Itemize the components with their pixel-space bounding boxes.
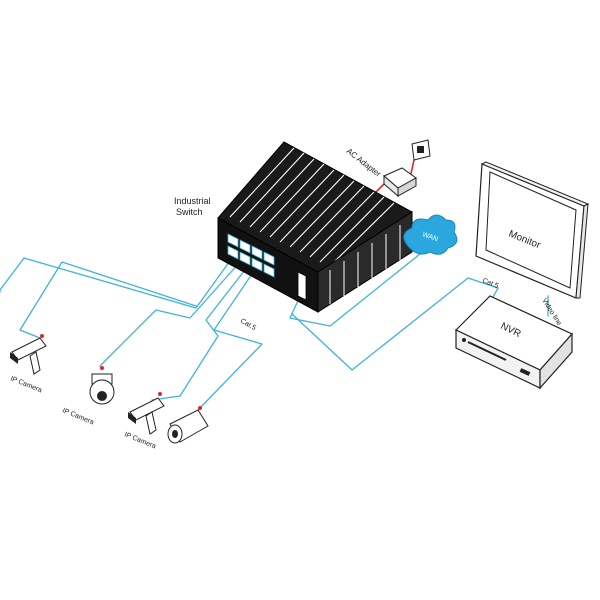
camera-3-label: IP Camera: [123, 431, 157, 450]
camera-2-label: IP Camera: [61, 407, 95, 426]
bullet-camera-icon-2: [128, 392, 165, 435]
cat5-right-label: Cat.5: [481, 277, 499, 290]
cable-camera-2: [99, 261, 241, 367]
dome-camera-icon: [89, 366, 115, 405]
cable-wan: [289, 253, 421, 327]
camera-1-label: IP Camera: [9, 375, 43, 394]
cable-camera-1-drop: [19, 261, 197, 339]
wall-outlet-icon: [411, 139, 431, 161]
cable-camera-3: [151, 265, 249, 401]
wan-cloud-icon: [403, 214, 458, 255]
ac-adapter-label: AC Adapter: [345, 146, 383, 178]
cables: [0, 253, 549, 411]
nvr-icon: [454, 295, 573, 390]
cable-camera-1: [0, 257, 233, 309]
bullet-camera-icon-3: [167, 406, 209, 444]
cat5-left-label: Cat.5: [239, 318, 257, 332]
cable-nvr: [291, 277, 499, 371]
switch-icon: [217, 141, 413, 313]
cable-camera-4: [197, 267, 263, 411]
switch-label-line1: Industrial: [174, 196, 211, 206]
bullet-camera-icon: [10, 334, 47, 375]
ac-adapter-icon: [383, 167, 417, 198]
monitor-icon: [475, 161, 590, 299]
switch-label-line2: Switch: [176, 207, 203, 217]
